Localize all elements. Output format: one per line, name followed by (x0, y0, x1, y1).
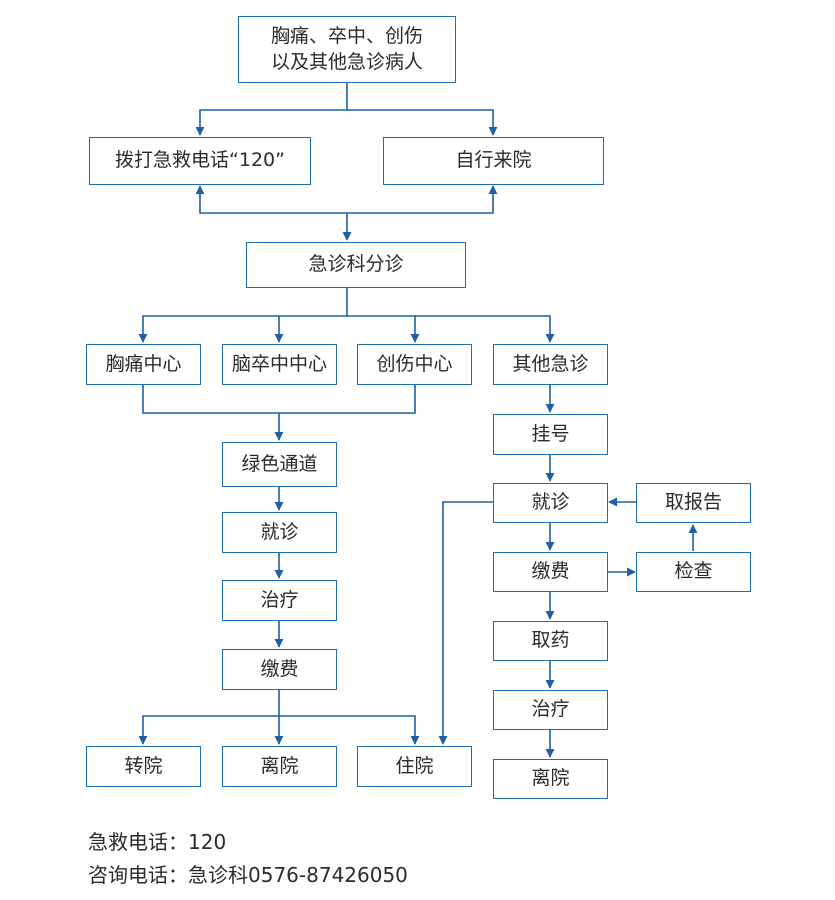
examination-node: 检查 (636, 552, 751, 592)
call-120-node: 拨打急救电话“120” (89, 137, 311, 185)
right-consult-node: 就诊 (493, 483, 608, 523)
triage-node: 急诊科分诊 (246, 242, 466, 288)
right-payment-node: 缴费 (493, 552, 608, 592)
transfer-node: 转院 (86, 746, 201, 787)
get-medicine-node: 取药 (493, 621, 608, 661)
left-consult-node: 就诊 (222, 512, 337, 553)
trauma-center-node: 创伤中心 (357, 344, 472, 385)
hospitalization-node: 住院 (357, 746, 472, 787)
other-emergency-node: 其他急诊 (493, 344, 608, 385)
right-discharge-node: 离院 (493, 759, 608, 799)
left-payment-node: 缴费 (222, 649, 337, 690)
start-line-2: 以及其他急诊病人 (270, 50, 423, 73)
start-line-1: 胸痛、卒中、创伤 (270, 24, 423, 47)
self-arrival-node: 自行来院 (383, 137, 604, 185)
left-discharge-node: 离院 (222, 746, 337, 787)
chest-pain-center-node: 胸痛中心 (86, 344, 201, 385)
right-treatment-node: 治疗 (493, 690, 608, 730)
green-channel-node: 绿色通道 (222, 442, 337, 487)
get-report-node: 取报告 (636, 483, 751, 523)
left-treatment-node: 治疗 (222, 580, 337, 621)
start-node: 胸痛、卒中、创伤 以及其他急诊病人 (238, 16, 456, 83)
register-node: 挂号 (493, 414, 608, 455)
emergency-phone: 急救电话：120 (88, 830, 227, 854)
stroke-center-node: 脑卒中中心 (222, 344, 337, 385)
inquiry-phone: 咨询电话：急诊科0576-87426050 (88, 863, 408, 887)
